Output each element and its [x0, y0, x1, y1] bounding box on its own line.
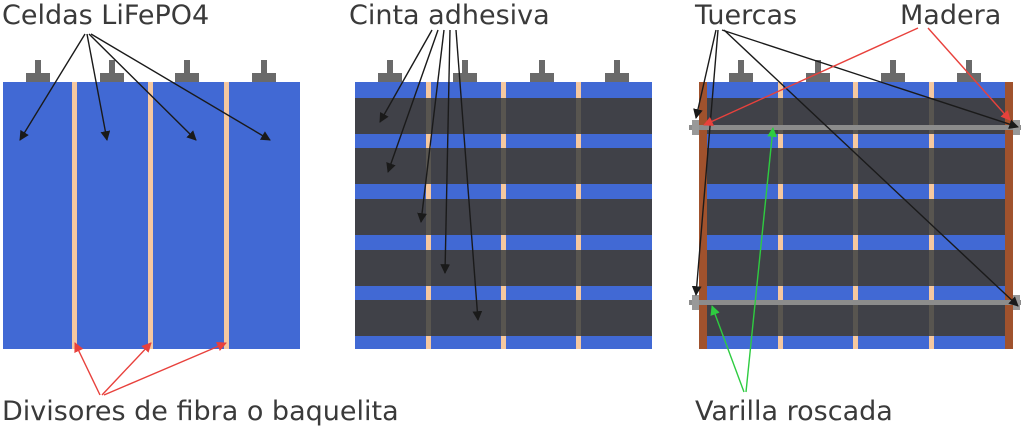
arrows-dividers [74, 341, 227, 396]
panel-cells [3, 60, 300, 349]
divider-strips [72, 82, 229, 349]
arrows-tape [379, 29, 483, 321]
arrows-nuts [691, 29, 1019, 307]
arrows-cells [19, 33, 271, 141]
panel-assembled [689, 60, 1021, 349]
terminal-icon [729, 60, 981, 82]
label-wood: Madera [900, 0, 1001, 31]
divider-under-tape [778, 98, 934, 336]
panel-tape [355, 60, 652, 349]
label-dividers: Divisores de fibra o baquelita [2, 396, 399, 427]
terminal-icon [378, 60, 629, 82]
label-rod: Varilla roscada [695, 396, 893, 427]
threaded-rods [689, 125, 1021, 305]
label-nuts: Tuercas [694, 0, 797, 31]
arrows-rod [710, 127, 777, 393]
terminal-icon [26, 60, 276, 82]
label-cells: Celdas LiFePO4 [2, 0, 209, 31]
label-tape: Cinta adhesiva [349, 0, 550, 31]
arrows-wood [703, 27, 1011, 126]
divider-under-tape [426, 98, 581, 336]
